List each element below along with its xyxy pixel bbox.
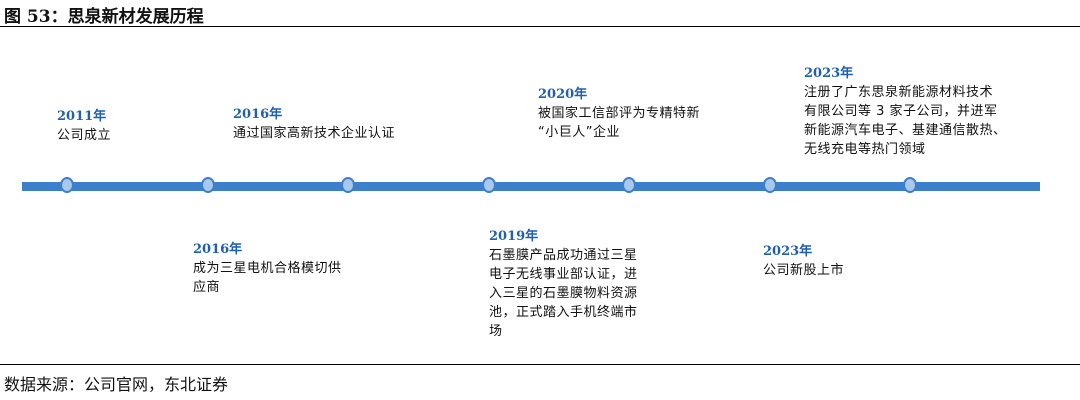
timeline-node-7: [903, 177, 917, 193]
timeline-node-6: [763, 177, 777, 193]
timeline-bar: [22, 182, 1040, 191]
event-desc: 新能源汽车电子、基建通信散热、: [804, 123, 1007, 138]
event-year: 2020年: [538, 87, 588, 102]
event-2016-certification: 2016年 通过国家高新技术企业认证: [233, 106, 395, 143]
timeline-node-3: [341, 177, 355, 193]
event-desc: 应商: [193, 280, 221, 295]
event-2023-subsidiaries: 2023年 注册了广东思泉新能源材料技术 有限公司等 3 家子公司，并进军 新能…: [804, 65, 1007, 159]
event-2023-listing: 2023年 公司新股上市: [763, 243, 844, 280]
event-desc: 公司新股上市: [763, 263, 845, 278]
event-year: 2023年: [763, 244, 813, 259]
event-year: 2019年: [489, 229, 539, 244]
event-desc: 有限公司等 3 家子公司，并进军: [804, 104, 998, 119]
event-desc: 石墨膜产品成功通过三星: [489, 248, 638, 263]
event-year: 2011年: [57, 109, 107, 124]
event-desc: 场: [489, 324, 503, 339]
event-desc: 电子无线事业部认证，进: [489, 267, 638, 282]
event-2019: 2019年 石墨膜产品成功通过三星 电子无线事业部认证，进 入三星的石墨膜物料资…: [489, 228, 638, 341]
event-desc: 公司成立: [57, 128, 112, 143]
event-desc: 无线充电等热门领域: [804, 142, 926, 157]
event-desc: 成为三星电机合格模切供: [193, 261, 342, 276]
event-desc: “小巨人”企业: [538, 125, 620, 140]
event-2016-samsung-supplier: 2016年 成为三星电机合格模切供 应商: [193, 241, 342, 297]
event-desc: 入三星的石墨膜物料资源: [489, 286, 638, 301]
event-desc: 注册了广东思泉新能源材料技术: [804, 85, 994, 100]
event-desc: 被国家工信部评为专精特新: [538, 106, 701, 121]
timeline-node-5: [622, 177, 636, 193]
top-rule: [0, 26, 1080, 27]
event-2020: 2020年 被国家工信部评为专精特新 “小巨人”企业: [538, 86, 700, 142]
source-note: 数据来源：公司官网，东北证券: [4, 375, 229, 394]
figure-title: 图 53：思泉新材发展历程: [4, 7, 204, 27]
bottom-rule: [0, 364, 1080, 365]
event-2011: 2011年 公司成立: [57, 108, 111, 145]
event-desc: 通过国家高新技术企业认证: [233, 126, 396, 141]
timeline-node-4: [482, 177, 496, 193]
event-desc: 池，正式踏入手机终端市: [489, 305, 638, 320]
event-year: 2016年: [233, 107, 283, 122]
timeline-node-1: [60, 177, 74, 193]
event-year: 2023年: [804, 66, 854, 81]
event-year: 2016年: [193, 242, 243, 257]
timeline-node-2: [201, 177, 215, 193]
